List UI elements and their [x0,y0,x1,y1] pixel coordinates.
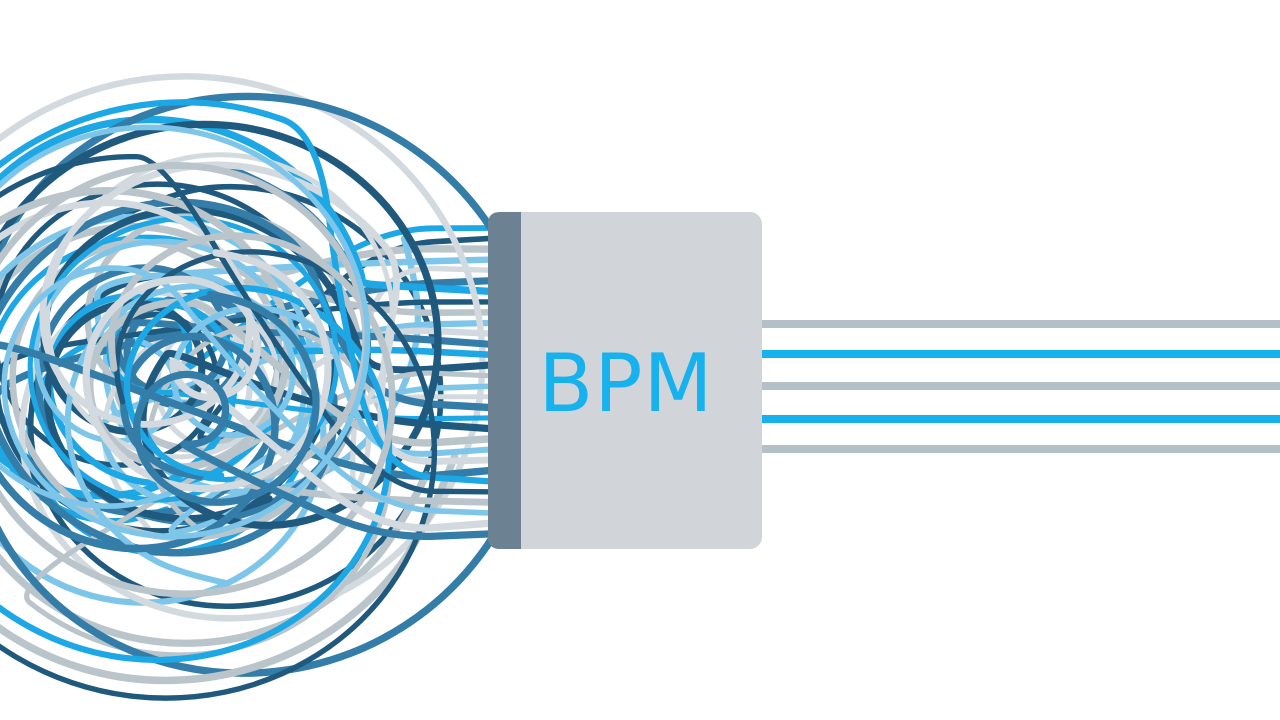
tangled-wires-icon [0,73,542,701]
input-wire [82,249,492,532]
process-box: BPM [488,212,762,549]
input-wire [0,162,492,598]
process-box-label: BPM [538,337,713,430]
parallel-lines-icon [762,320,1280,453]
input-wire [0,99,492,664]
input-wire [0,153,491,701]
input-wire [0,73,492,622]
process-box-spine [488,212,521,549]
input-wire [9,208,492,542]
input-wire [133,290,492,541]
input-wire [40,206,492,523]
process-box-face [488,212,762,549]
